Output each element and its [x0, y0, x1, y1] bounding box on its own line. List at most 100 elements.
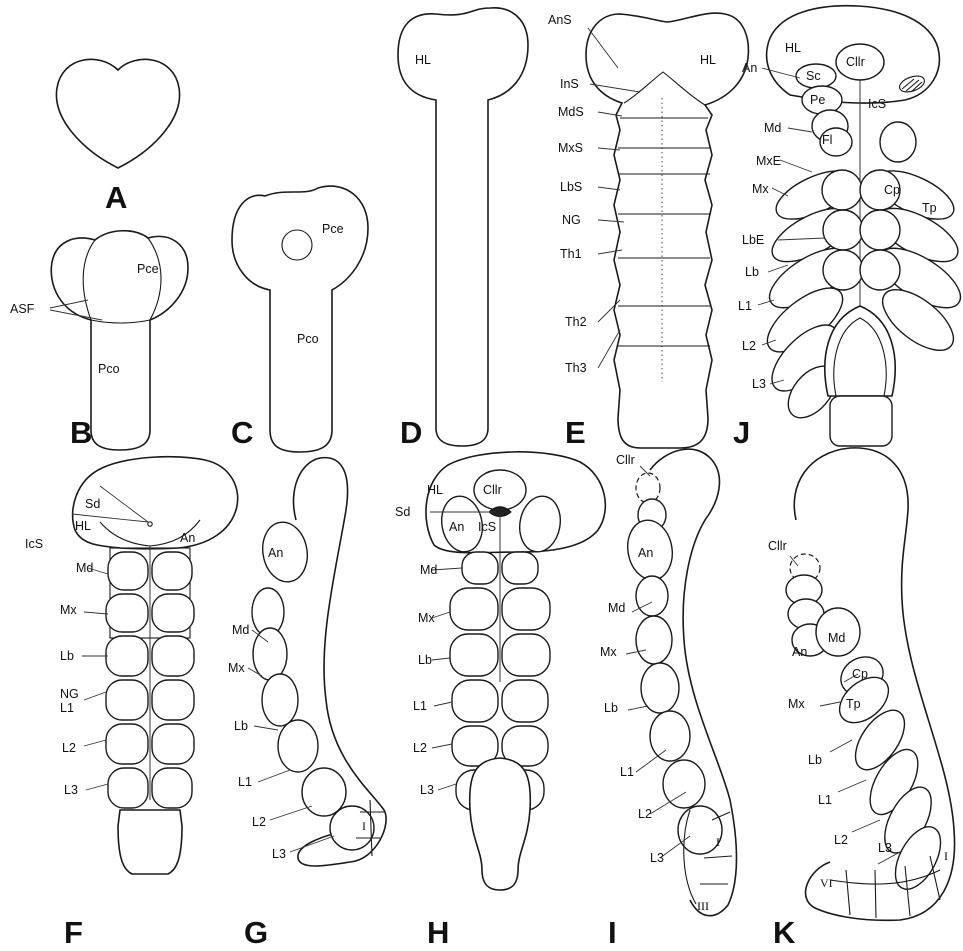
panel-label-f: F	[64, 915, 83, 950]
panel-k: Cllr Md An Cp Mx Tp Lb L1 L2 L3 I VI K	[768, 448, 955, 950]
label-l2: L2	[413, 741, 427, 755]
panel-d: HL D	[398, 8, 528, 450]
label-tp: Tp	[846, 697, 861, 711]
panel-label-c: C	[231, 415, 253, 450]
panel-g: An Md Mx Lb L1 L2 L3 I G	[228, 458, 386, 950]
label-ins: InS	[560, 77, 579, 91]
label-cllr: Cllr	[483, 483, 502, 497]
panel-c: Pce Pco C	[231, 186, 368, 452]
label-cllr: Cllr	[616, 453, 635, 467]
label-segment-i: I	[362, 819, 366, 833]
label-segment-i: I	[944, 849, 948, 863]
label-ics: IcS	[25, 537, 43, 551]
label-fl: Fl	[822, 133, 832, 147]
panel-b: ASF Pce Pco B	[10, 231, 188, 450]
label-an: An	[792, 645, 807, 659]
label-lbe: LbE	[742, 233, 764, 247]
label-cllr: Cllr	[768, 539, 787, 553]
label-pco: Pco	[297, 332, 319, 346]
appendage-md-right-j	[880, 122, 916, 162]
label-ans: AnS	[548, 13, 572, 27]
label-segment-iii: III	[697, 899, 709, 913]
abdomen-j	[825, 306, 895, 396]
label-an: An	[638, 546, 653, 560]
label-hl: HL	[75, 519, 91, 533]
label-hl: HL	[785, 41, 801, 55]
label-ng: NG	[562, 213, 581, 227]
label-segment-i: I	[716, 835, 720, 849]
label-l3: L3	[64, 783, 78, 797]
label-l1: L1	[60, 701, 74, 715]
label-l1: L1	[238, 775, 252, 789]
label-th3: Th3	[565, 361, 587, 375]
label-cp: Cp	[884, 183, 900, 197]
label-ng: NG	[60, 687, 79, 701]
label-lb: Lb	[745, 265, 759, 279]
embryo-a-outline	[56, 59, 179, 168]
panel-label-a: A	[105, 180, 127, 215]
label-l2: L2	[742, 339, 756, 353]
label-pco: Pco	[98, 362, 120, 376]
label-asf: ASF	[10, 302, 35, 316]
label-l1: L1	[413, 699, 427, 713]
label-sc: Sc	[806, 69, 821, 83]
abdomen-h	[470, 758, 531, 890]
embryo-d-outline	[398, 8, 528, 446]
label-l3: L3	[272, 847, 286, 861]
telson-j	[830, 396, 892, 446]
label-l1: L1	[818, 793, 832, 807]
panel-label-h: H	[427, 915, 449, 950]
label-l3: L3	[650, 851, 664, 865]
label-an: An	[742, 61, 757, 75]
label-mx: Mx	[788, 697, 805, 711]
panel-a: A	[56, 59, 179, 215]
label-mds: MdS	[558, 105, 584, 119]
panel-label-j: J	[733, 415, 750, 450]
panel-e: AnS HL InS MdS MxS LbS NG Th1 Th2 Th3 E	[548, 13, 748, 450]
panel-label-g: G	[244, 915, 268, 950]
label-md: Md	[764, 121, 781, 135]
panel-label-i: I	[608, 915, 617, 950]
label-cllr: Cllr	[846, 55, 865, 69]
label-md: Md	[420, 563, 437, 577]
label-l2: L2	[834, 833, 848, 847]
label-segment-vi: VI	[820, 876, 833, 890]
label-mx: Mx	[600, 645, 617, 659]
label-an: An	[268, 546, 283, 560]
label-sd: Sd	[85, 497, 100, 511]
label-lb: Lb	[808, 753, 822, 767]
label-l2: L2	[62, 741, 76, 755]
label-lb: Lb	[60, 649, 74, 663]
label-mxe: MxE	[756, 154, 781, 168]
panel-j: HL An Sc Cllr Pe IcS Md Fl MxE Cp Tp Mx …	[733, 6, 963, 450]
label-th2: Th2	[565, 315, 587, 329]
label-md: Md	[232, 623, 249, 637]
label-lbs: LbS	[560, 180, 582, 194]
label-lb: Lb	[604, 701, 618, 715]
label-tp: Tp	[922, 201, 937, 215]
segments-g	[252, 588, 374, 850]
embryo-e-outline	[586, 13, 748, 448]
label-an: An	[449, 520, 464, 534]
label-mx: Mx	[418, 611, 435, 625]
label-sd: Sd	[395, 505, 410, 519]
label-an: An	[180, 531, 195, 545]
panel-label-e: E	[565, 415, 586, 450]
label-md: Md	[828, 631, 845, 645]
label-l3: L3	[420, 783, 434, 797]
label-pce: Pce	[322, 222, 344, 236]
label-pe: Pe	[810, 93, 825, 107]
label-mx: Mx	[60, 603, 77, 617]
label-lb: Lb	[418, 653, 432, 667]
label-cp: Cp	[852, 667, 868, 681]
label-l2: L2	[252, 815, 266, 829]
label-ics: IcS	[478, 520, 496, 534]
label-hl: HL	[415, 53, 431, 67]
label-l3: L3	[878, 841, 892, 855]
abdomen-f	[118, 810, 182, 874]
label-mxs: MxS	[558, 141, 583, 155]
label-l2: L2	[638, 807, 652, 821]
label-md: Md	[76, 561, 93, 575]
embryo-c-outline	[232, 186, 368, 452]
